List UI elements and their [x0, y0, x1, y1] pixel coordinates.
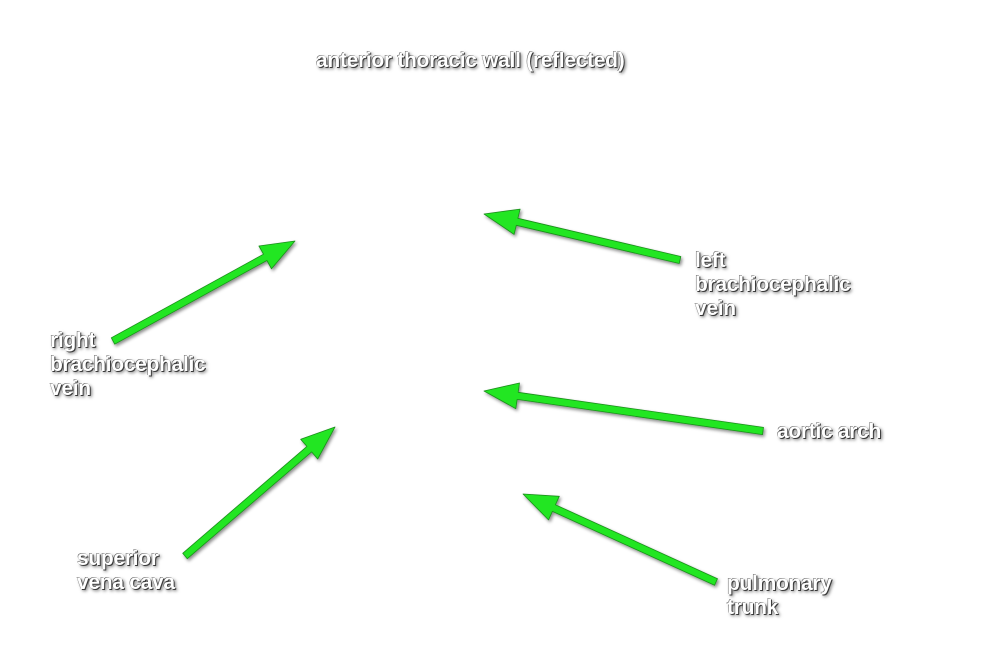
label-line: aortic arch	[777, 420, 882, 443]
arrow-pulmonary-trunk	[522, 493, 718, 586]
arrow-aortic-arch	[483, 382, 764, 436]
diagram-title: anterior thoracic wall (reflected)	[316, 49, 625, 72]
arrow-group	[110, 208, 764, 586]
label-line: trunk	[727, 596, 779, 619]
label-pulmonary-trunk: pulmonary trunk	[727, 572, 832, 620]
label-line: brachiocephalic	[695, 273, 851, 296]
label-line: vein	[695, 297, 736, 320]
label-right-brachiocephalic-vein: right brachiocephalic vein	[50, 329, 206, 401]
arrow-superior-vena-cava	[182, 426, 336, 560]
label-aortic-arch: aortic arch	[777, 420, 881, 444]
label-line: vena cava	[77, 571, 175, 594]
label-superior-vena-cava: superior vena cava	[77, 547, 175, 595]
label-line: vein	[50, 377, 91, 400]
arrow-left-brachiocephalic-vein	[483, 208, 682, 264]
label-left-brachiocephalic-vein: left brachiocephalic vein	[695, 249, 851, 321]
label-line: superior	[77, 547, 159, 570]
label-line: pulmonary	[727, 572, 832, 595]
label-line: right	[50, 329, 96, 352]
label-line: brachiocephalic	[50, 353, 206, 376]
arrow-right-brachiocephalic-vein	[110, 240, 296, 345]
label-line: left	[695, 249, 726, 272]
